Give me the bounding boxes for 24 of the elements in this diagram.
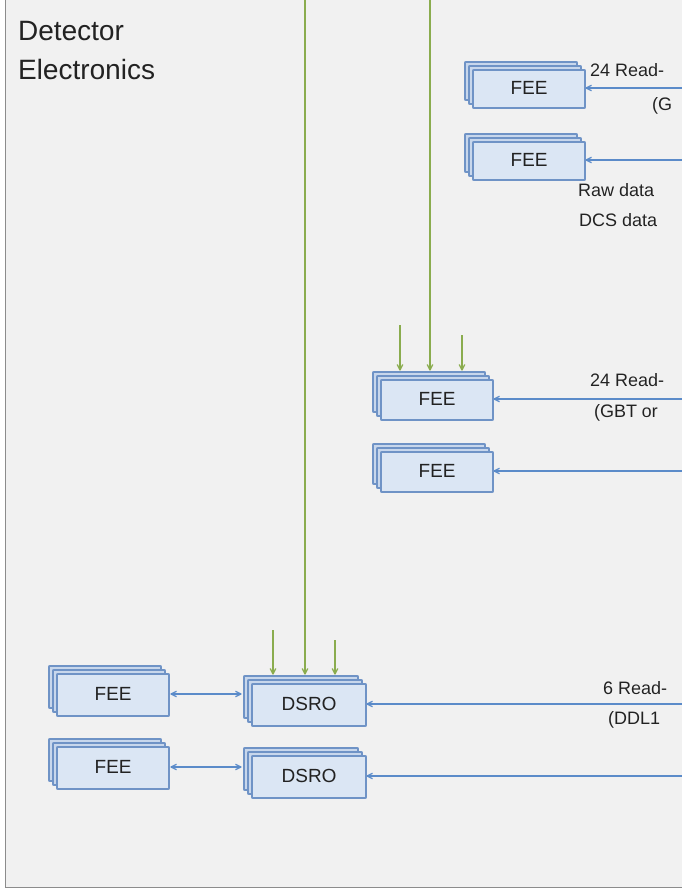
link-label: Raw data	[578, 180, 654, 202]
arrow	[366, 772, 682, 780]
arrow	[426, 0, 434, 371]
arrow	[493, 468, 682, 474]
link-label: 24 Read-	[590, 60, 664, 82]
panel-heading: Detector Electronics	[18, 14, 156, 88]
panel	[5, 0, 682, 888]
link-label: (DDL1	[608, 708, 660, 730]
arrow	[170, 764, 242, 770]
arrow	[332, 640, 338, 675]
arrow	[366, 700, 682, 708]
arrow	[170, 690, 242, 698]
link-label: DCS data	[579, 210, 658, 232]
link-label: 24 Read-	[590, 370, 664, 392]
arrow	[493, 396, 682, 402]
arrow	[396, 325, 404, 371]
link-label: (GBT or	[594, 401, 658, 423]
arrow	[302, 0, 308, 675]
arrow	[270, 630, 276, 675]
arrow	[585, 84, 682, 92]
arrow	[585, 156, 682, 164]
link-label: 6 Read-	[603, 678, 668, 700]
arrow	[458, 335, 466, 371]
link-label: (G	[652, 94, 672, 116]
